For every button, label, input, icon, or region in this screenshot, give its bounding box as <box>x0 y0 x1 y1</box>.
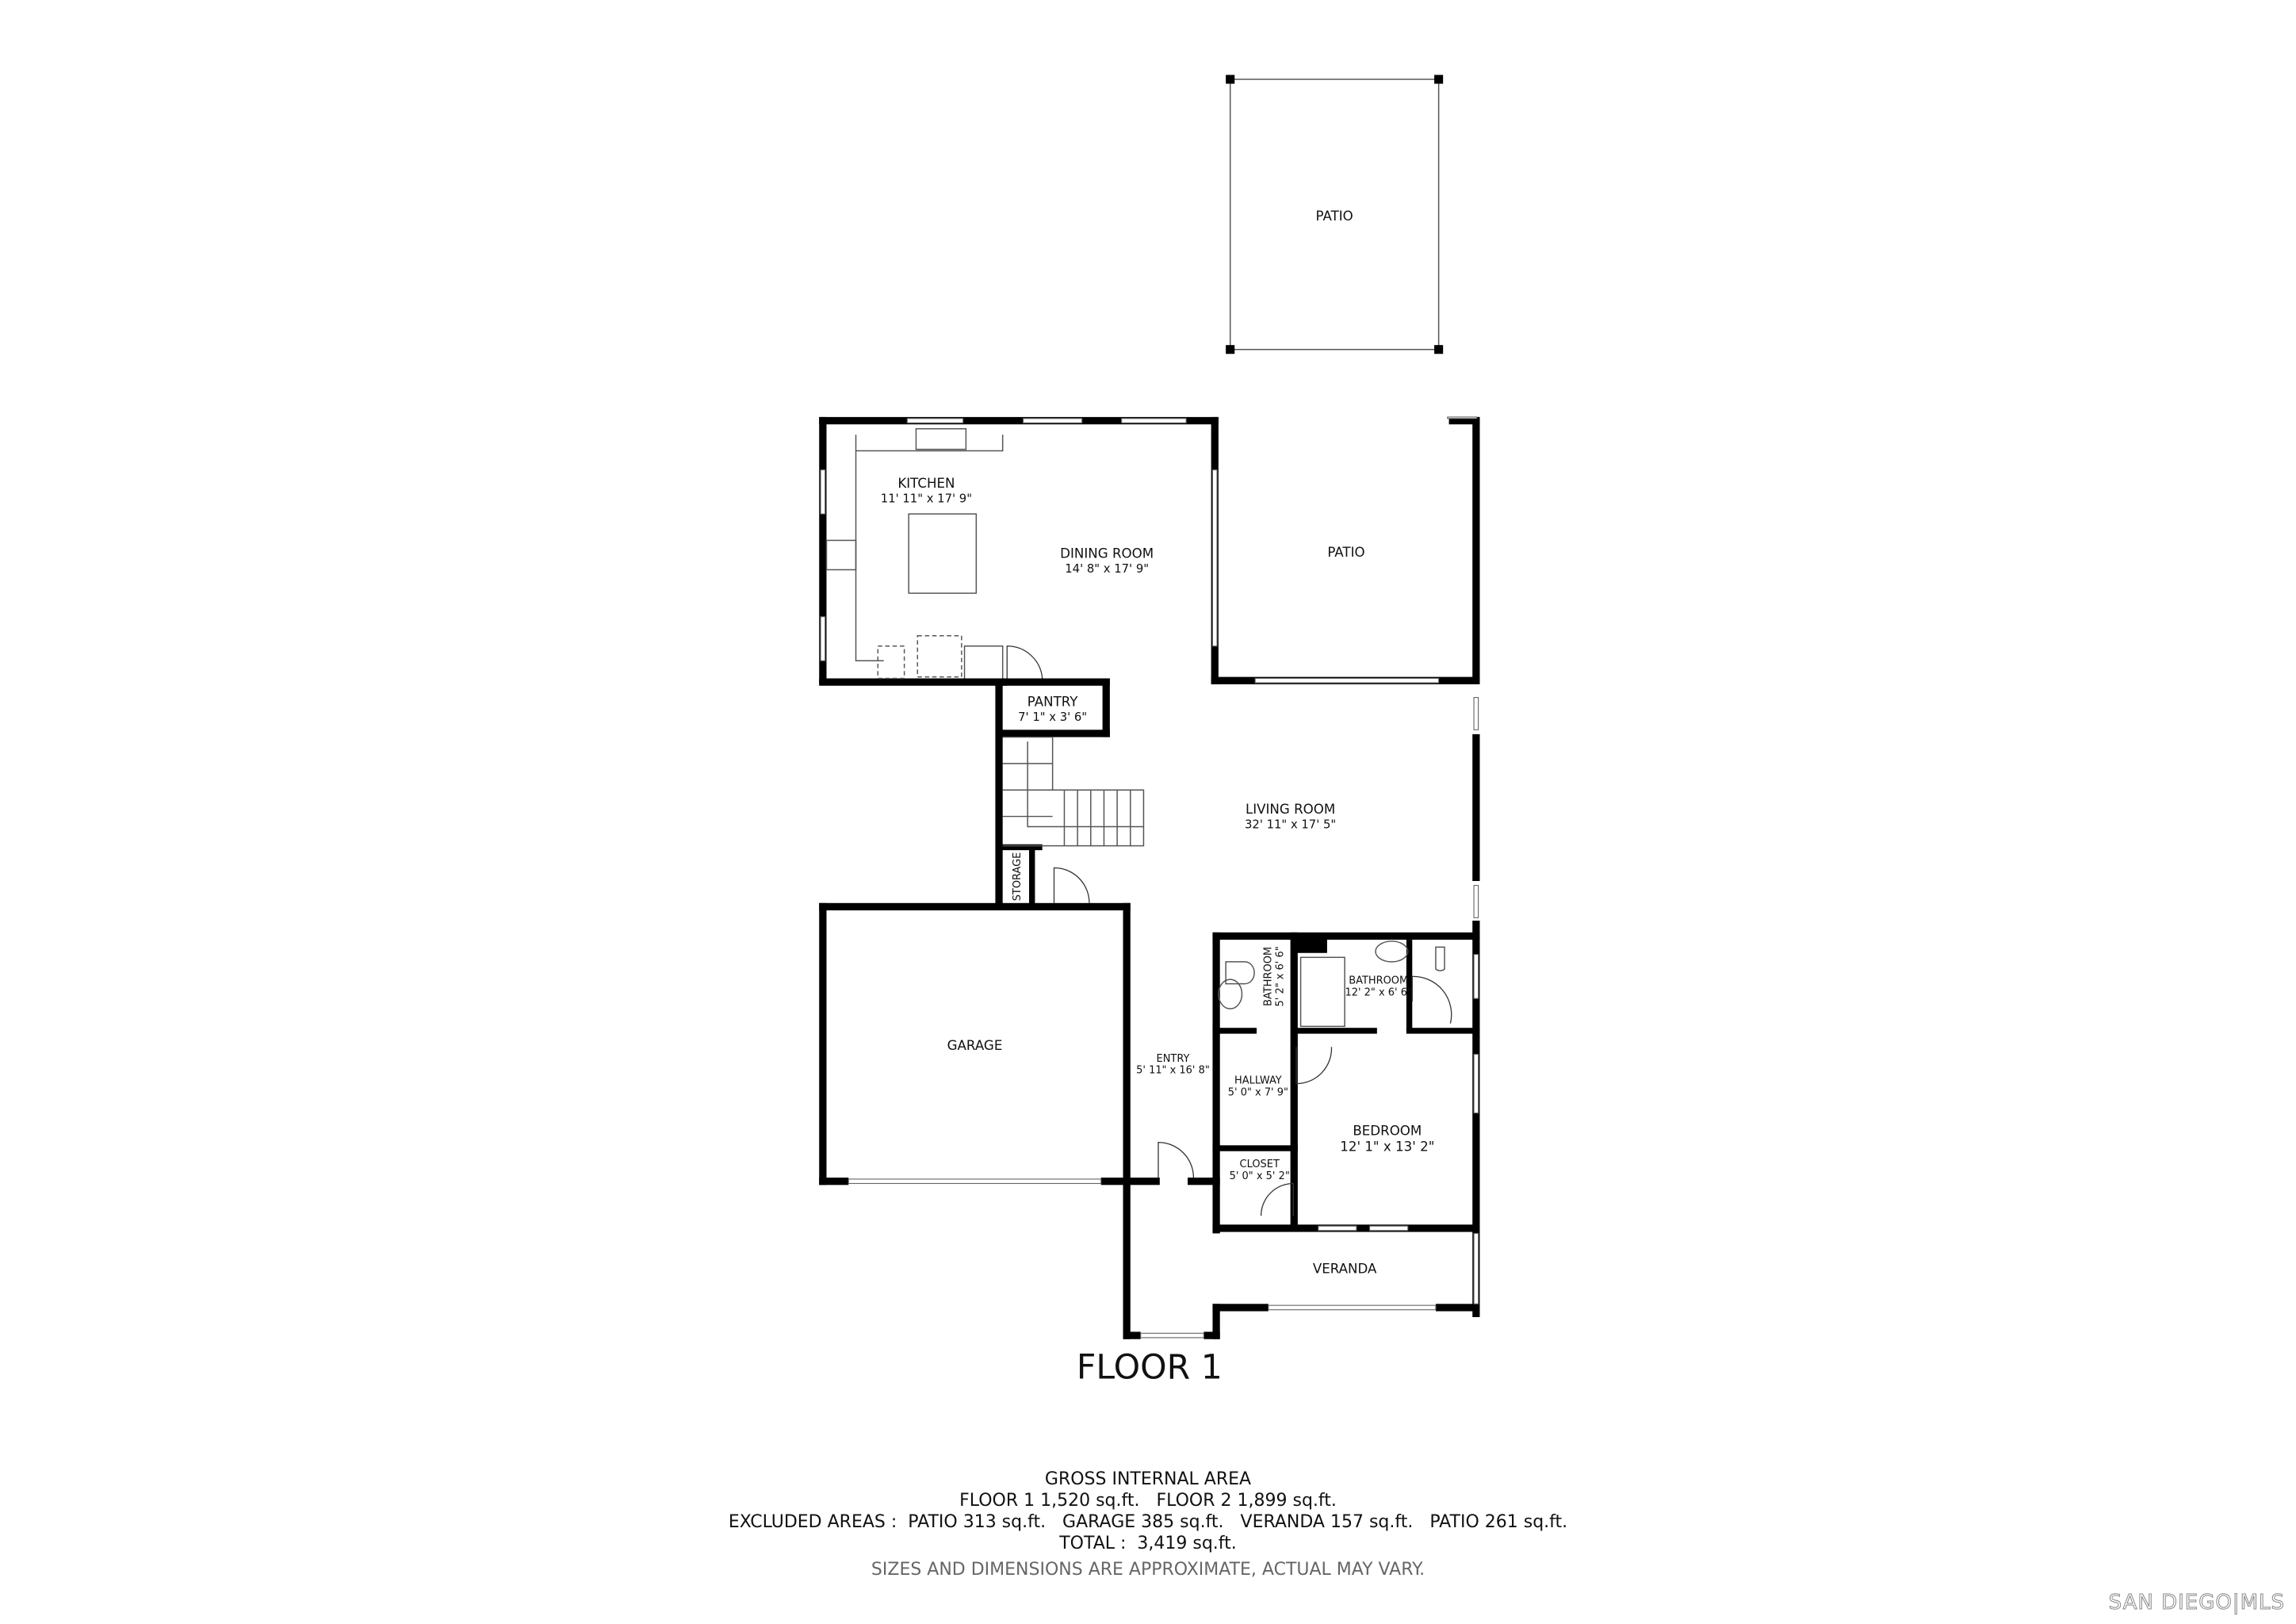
room-label-hallway: HALLWAY <box>1234 1075 1282 1087</box>
summary-heading: GROSS INTERNAL AREA <box>1044 1469 1252 1489</box>
room-label-patio: PATIO <box>1327 545 1364 560</box>
room-label-living: LIVING ROOM <box>1246 802 1335 817</box>
room-label-kitchen: KITCHEN <box>897 476 955 491</box>
room-label-closet: CLOSET <box>1240 1159 1280 1170</box>
area-summary: GROSS INTERNAL AREA FLOOR 1 1,520 sq.ft.… <box>0 1469 2296 1580</box>
room-dims-kitchen: 11' 11" x 17' 9" <box>881 492 972 505</box>
room-label-pantry: PANTRY <box>1027 695 1079 710</box>
floor-title: FLOOR 1 <box>1077 1348 1223 1388</box>
stairs <box>1002 736 1145 847</box>
room-dims-living: 32' 11" x 17' 5" <box>1245 818 1336 831</box>
windows <box>820 416 1479 1339</box>
room-label-veranda: VERANDA <box>1313 1261 1377 1276</box>
room-label-storage: STORAGE <box>1012 852 1024 902</box>
san-diego-mls-logo: SAN DIEGO|MLS <box>2108 1591 2285 1615</box>
summary-disclaimer: SIZES AND DIMENSIONS ARE APPROXIMATE, AC… <box>871 1560 1425 1580</box>
summary-excluded: EXCLUDED AREAS : PATIO 313 sq.ft. GARAGE… <box>728 1512 1568 1532</box>
summary-total: TOTAL : 3,419 sq.ft. <box>1059 1534 1237 1553</box>
room-label-patio-top: PATIO <box>1316 209 1353 224</box>
room-label-garage: GARAGE <box>947 1038 1003 1053</box>
room-label-bedroom: BEDROOM <box>1353 1123 1422 1138</box>
room-label-dining: DINING ROOM <box>1060 546 1154 561</box>
room-dims-bathroom-small: 5' 2" x 6' 6" <box>1274 946 1286 1006</box>
summary-floors: FLOOR 1 1,520 sq.ft. FLOOR 2 1,899 sq.ft… <box>959 1491 1337 1511</box>
room-label-entry: ENTRY <box>1157 1053 1190 1065</box>
room-dims-bedroom: 12' 1" x 13' 2" <box>1340 1139 1434 1155</box>
room-dims-entry: 5' 11" x 16' 8" <box>1136 1065 1210 1077</box>
room-dims-closet: 5' 0" x 5' 2" <box>1230 1170 1290 1182</box>
room-dims-hallway: 5' 0" x 7' 9" <box>1228 1086 1288 1098</box>
patio-top-outline <box>1226 75 1444 354</box>
fixtures <box>825 427 1452 1216</box>
room-dims-dining: 14' 8" x 17' 9" <box>1065 562 1149 576</box>
room-dims-pantry: 7' 1" x 3' 6" <box>1018 710 1087 724</box>
room-label-bathroom-large: BATHROOM <box>1349 975 1408 987</box>
room-label-bathroom-small: BATHROOM <box>1263 947 1275 1006</box>
room-dims-bathroom-large: 12' 2" x 6' 6" <box>1345 986 1412 998</box>
